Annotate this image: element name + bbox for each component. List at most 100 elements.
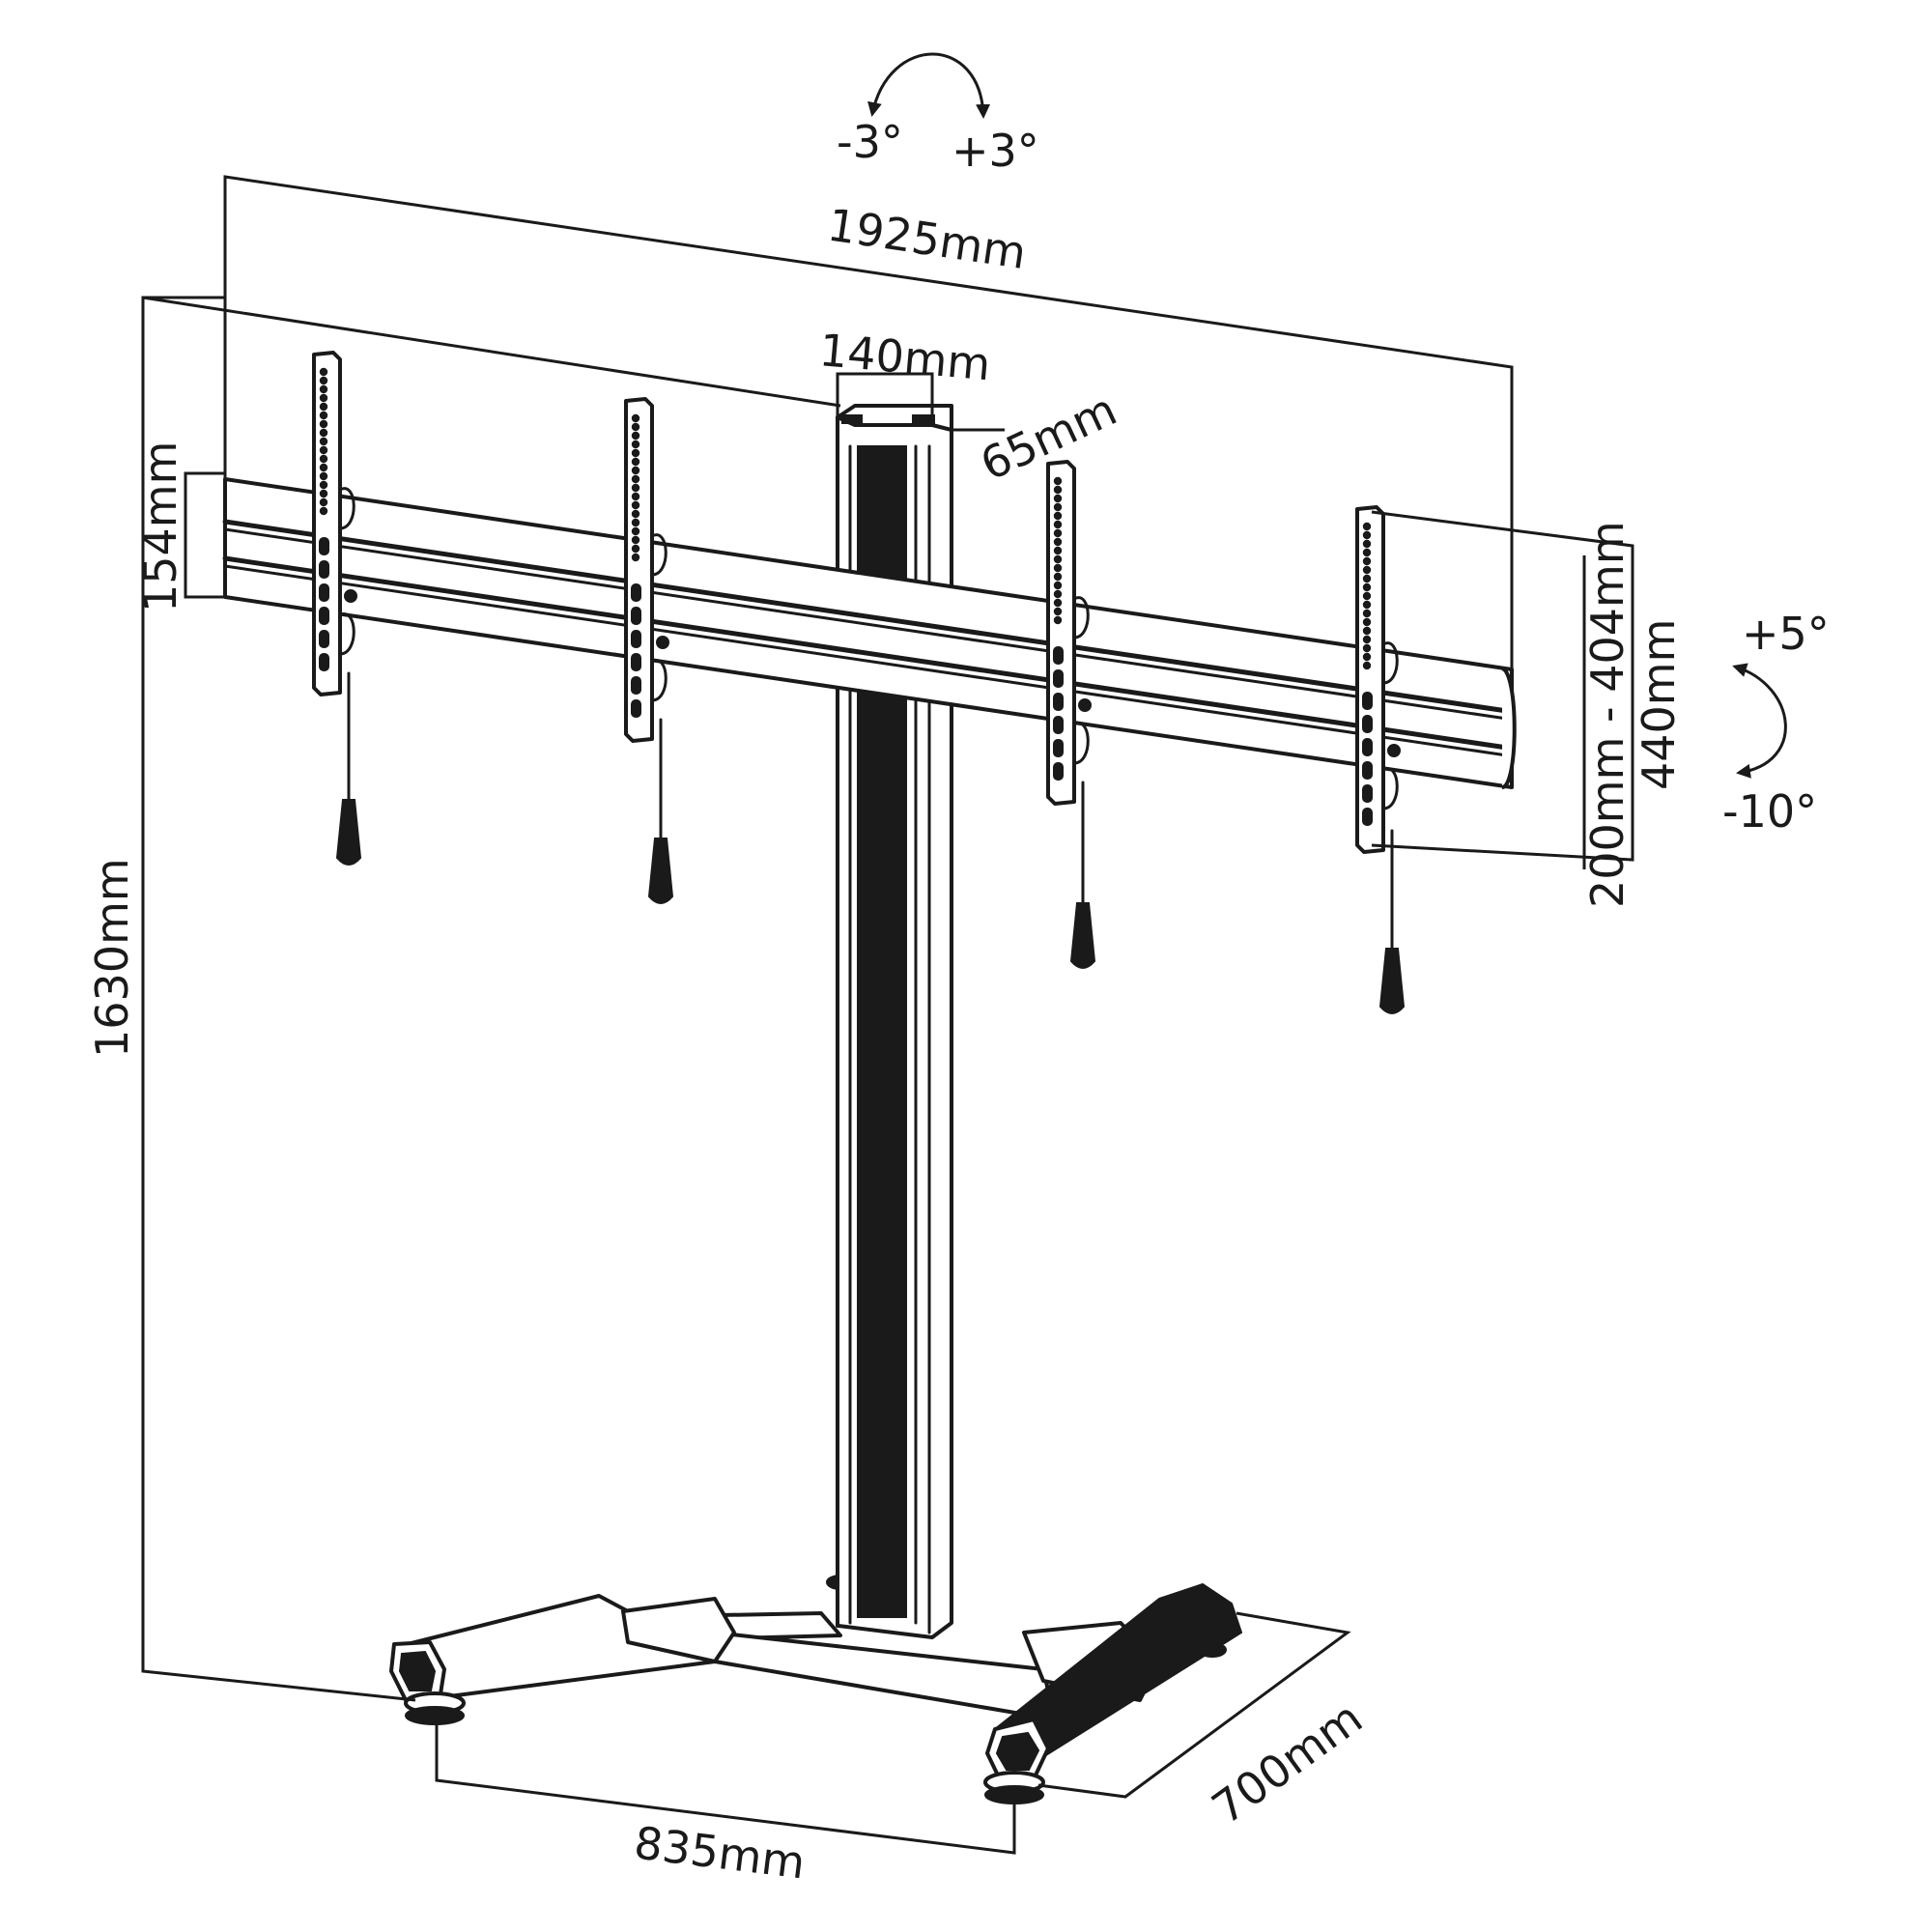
label-base-width: 835mm (632, 1816, 809, 1889)
bracket-3-hole (1053, 598, 1063, 608)
bracket-1-slot (319, 653, 329, 671)
bracket-1-hole (319, 384, 328, 394)
bracket-2-hole (631, 440, 640, 449)
dim-line-bracket-height (1371, 510, 1634, 862)
bracket-3-hole (1053, 520, 1063, 529)
bracket-3-hole (1053, 502, 1063, 512)
label-bracket-height: 440mm (1633, 619, 1685, 790)
bracket-3-hole (1053, 554, 1063, 564)
dimension-lines (141, 175, 1634, 1855)
bracket-2-slot (631, 607, 641, 625)
bracket-2-slot (631, 699, 641, 718)
base-front-bar (713, 1631, 1055, 1719)
bracket-3-hole (1053, 615, 1063, 625)
crossbar-groove-bottom-2 (223, 564, 1509, 757)
bracket-2-hole (631, 535, 640, 545)
foot-left-pad (405, 1706, 465, 1725)
label-swivel-minus: -3° (837, 116, 903, 168)
bracket-3-hole (1053, 485, 1063, 495)
bracket-3-slot (1053, 646, 1064, 665)
bracket-1-pull-handle (335, 799, 362, 866)
dim-line-total-height (141, 296, 416, 1702)
bracket-1-hole (319, 489, 328, 498)
brackets (312, 351, 1406, 1014)
bracket-1-hole (319, 367, 328, 377)
bracket-1-hole (319, 419, 328, 429)
bracket-4-hole (1362, 609, 1372, 618)
bracket-3-hole (1053, 581, 1063, 590)
bracket-3-slot (1053, 716, 1064, 734)
bracket-3-hole (1053, 511, 1063, 521)
bracket-1-hole (319, 393, 328, 403)
bracket-3-hole (1053, 607, 1063, 616)
bracket-3-slot (1053, 739, 1064, 757)
bracket-4-hole (1362, 591, 1372, 601)
bracket-1-hole (319, 445, 328, 455)
column-cap-slot-right (912, 414, 935, 424)
bracket-2-hole (631, 422, 640, 432)
bracket-1-slot (319, 607, 329, 625)
bracket-4-hole (1362, 539, 1372, 549)
crossbar-groove-top-2 (223, 527, 1509, 721)
crossbar-end-cap (1500, 667, 1517, 789)
labels: 1925mm 140mm 65mm 154mm 1630mm 200mm - 4… (86, 116, 1830, 1889)
bracket-2-slot (631, 676, 641, 695)
bracket-2-hole (631, 544, 640, 554)
bracket-1-hook (338, 487, 355, 656)
bracket-1-slot (319, 560, 329, 579)
bracket-2-hole (631, 431, 640, 440)
bracket-2-hole (631, 500, 640, 510)
bracket-4-slot (1362, 808, 1373, 826)
bracket-3-pull-handle (1069, 902, 1096, 969)
label-overall-width: 1925mm (824, 198, 1029, 279)
bracket-3-hole (1053, 537, 1063, 547)
bracket-3-hole (1053, 528, 1063, 538)
bracket-1-hole (319, 411, 328, 420)
bracket-4-hole (1362, 574, 1372, 583)
bracket-3-hole (1053, 476, 1063, 486)
base-left-connector (621, 1597, 736, 1663)
bracket-1-hole (319, 402, 328, 412)
bracket-4-hole (1362, 635, 1372, 644)
label-column-width: 140mm (817, 324, 992, 390)
bracket-2-hook (650, 533, 668, 702)
bracket-3-hole (1053, 546, 1063, 555)
bracket-4-knob (1387, 744, 1401, 757)
bracket-3-slot (1053, 669, 1064, 688)
label-bar-height: 154mm (134, 441, 186, 612)
bracket-1-hole (319, 471, 328, 481)
base-left-end-hole (398, 1650, 437, 1691)
crossbar-groove-bottom (222, 555, 1510, 751)
label-swivel-plus: +3° (952, 125, 1039, 177)
bracket-4-slot (1362, 761, 1373, 780)
dim-line-bar-height (184, 471, 225, 599)
bracket-4-hole (1362, 582, 1372, 592)
bracket-1-hole (319, 506, 328, 516)
bracket-3-slot (1053, 693, 1064, 711)
dim-line-height-top-ref (142, 296, 841, 408)
bracket-3-hole (1053, 589, 1063, 599)
bracket-2-hole (631, 492, 640, 501)
bracket-1-hole (319, 437, 328, 446)
crossbar (222, 477, 1517, 789)
bracket-1-hole (319, 480, 328, 490)
bracket-1-slot (319, 630, 329, 648)
bracket-2-pull-handle (647, 838, 674, 904)
crossbar-groove-top (222, 519, 1510, 714)
bracket-3-hole (1053, 494, 1063, 503)
dim-line-overall-width (223, 175, 1514, 669)
bracket-4-slot (1362, 692, 1373, 710)
dim-line-base-depth (1037, 1611, 1351, 1799)
bracket-1-slot (319, 537, 329, 555)
foot-rear-right (1198, 1642, 1227, 1658)
label-total-height: 1630mm (86, 858, 138, 1058)
bracket-3-slot (1053, 762, 1064, 781)
bracket-2-hole (631, 448, 640, 458)
bracket-4-hook (1381, 641, 1399, 810)
dim-line-column-width (836, 372, 934, 417)
bracket-2-hole (631, 518, 640, 527)
column (836, 404, 953, 1639)
bracket-4-hole (1362, 556, 1372, 566)
bracket-4-hole (1362, 652, 1372, 662)
